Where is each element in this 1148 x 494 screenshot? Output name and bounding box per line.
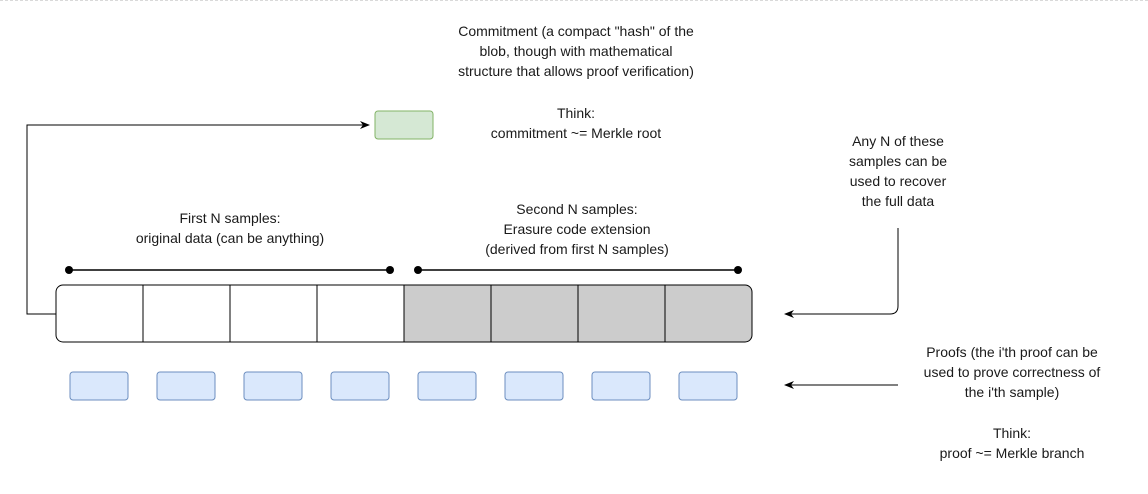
recover-description-line: used to recover [849,173,947,189]
proofs-description: Proofs (the i'th proof can be used to pr… [882,342,1142,402]
commitment-think-note: Think: commitment ~= Merkle root [456,103,696,143]
canvas-top-border [0,0,1148,1]
first-range-end-dot [386,266,394,274]
proof-box[interactable] [678,371,738,401]
commitment-description-line: blob, though with mathematical [479,43,673,59]
second-samples-range [414,266,742,274]
proof-box[interactable] [156,371,216,401]
second-range-end-dot [734,266,742,274]
recover-description-line: samples can be [848,153,948,169]
second-samples-label-line: (derived from first N samples) [485,241,669,257]
proof-boxes [69,371,738,401]
proof-box[interactable] [591,371,651,401]
proof-box[interactable] [417,371,477,401]
data-block [55,284,753,343]
proof-think-line: proof ~= Merkle branch [939,445,1085,461]
commitment-description: Commitment (a compact "hash" of the blob… [406,21,746,81]
first-samples-label-line: original data (can be anything) [135,230,325,246]
proofs-description-line: Proofs (the i'th proof can be [926,344,1098,360]
recover-description-line: Any N of these [852,133,944,149]
second-samples-label: Second N samples: Erasure code extension… [437,199,717,259]
first-range-start-dot [65,266,73,274]
proof-box[interactable] [243,371,303,401]
commitment-description-line: Commitment (a compact "hash" of the [458,23,694,39]
first-samples-label: First N samples: original data (can be a… [90,208,370,248]
recover-description: Any N of these samples can be used to re… [818,131,978,211]
proof-box[interactable] [69,371,129,401]
second-samples-label-line: Second N samples: [516,201,638,217]
commitment-description-line: structure that allows proof verification… [458,63,694,79]
second-samples-label-line: Erasure code extension [503,221,651,237]
proof-box[interactable] [504,371,564,401]
proofs-description-line: the i'th sample) [964,384,1060,400]
first-samples-range [65,266,394,274]
second-range-start-dot [414,266,422,274]
proof-think-line: Think: [992,425,1032,441]
commitment-box[interactable] [374,110,434,140]
recover-description-line: the full data [861,193,935,209]
commitment-think-line: Think: [556,105,596,121]
recover-arrow [784,228,899,318]
commitment-think-line: commitment ~= Merkle root [490,125,662,141]
proof-think-note: Think: proof ~= Merkle branch [892,423,1132,463]
commitment-connector-arrow [26,121,370,315]
proofs-description-line: used to prove correctness of [923,364,1101,380]
first-samples-label-line: First N samples: [179,210,281,226]
proof-box[interactable] [330,371,390,401]
